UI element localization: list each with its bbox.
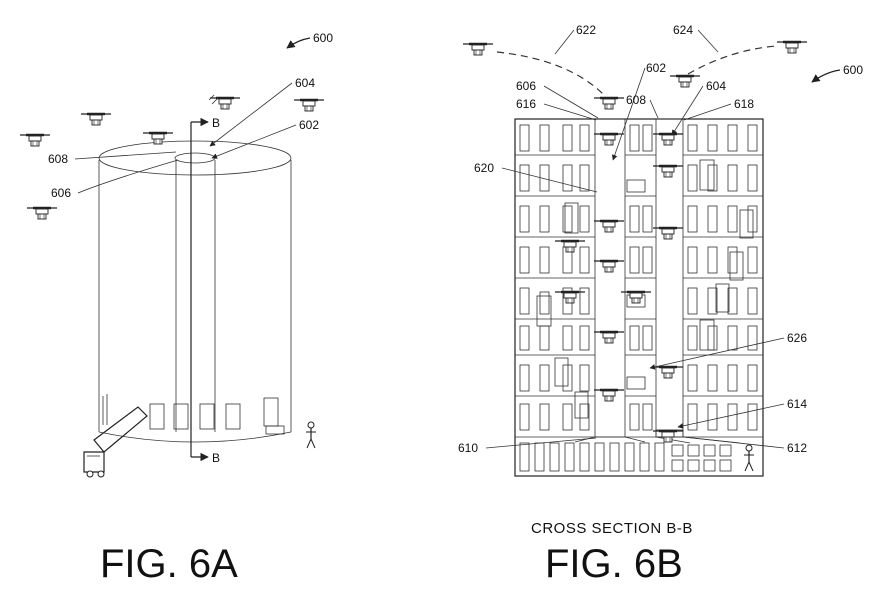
section-mark-bottom: B	[212, 451, 220, 465]
motion-lines	[208, 94, 219, 105]
drone-icon	[651, 226, 685, 241]
ref-610: 610	[458, 441, 478, 455]
drone-icon	[619, 290, 653, 305]
ref-612: 612	[787, 441, 807, 455]
cylindrical-building	[98, 140, 292, 443]
storage-racks	[519, 124, 758, 472]
drone-icon	[775, 40, 809, 55]
ref-626: 626	[787, 331, 807, 345]
ref-600-b: 600	[843, 63, 863, 77]
drone-icon	[592, 132, 626, 147]
flight-path-622	[496, 51, 606, 97]
ref-604-b: 604	[706, 79, 726, 93]
base-platform-610	[574, 436, 646, 443]
ref-606-a: 606	[51, 186, 71, 200]
person-icon-b	[743, 444, 755, 472]
ref-600-a-arrow	[286, 37, 311, 49]
drone-icon	[668, 74, 702, 89]
ref-618: 618	[734, 97, 754, 111]
fig-6b-label: FIG. 6B	[545, 542, 683, 586]
ref-616: 616	[516, 97, 536, 111]
ref-620: 620	[474, 161, 494, 175]
drone-icon	[592, 388, 626, 403]
figure-6a: 600 B	[18, 31, 333, 586]
drone-icon	[141, 131, 175, 146]
figure-6b: 600	[458, 23, 863, 586]
ref-604-a: 604	[295, 76, 315, 90]
drone-icon	[553, 290, 587, 305]
drone-icon	[79, 112, 113, 127]
drone-icon	[553, 239, 587, 254]
cross-section-caption: CROSS SECTION B-B	[531, 520, 693, 537]
drone-icon	[292, 98, 326, 113]
flight-path-624	[687, 45, 777, 75]
ref-602-b: 602	[646, 61, 666, 75]
ref-614: 614	[787, 397, 807, 411]
section-line-b: B B	[190, 116, 220, 465]
drone-icon	[651, 365, 685, 380]
drone-icon	[651, 132, 685, 147]
ground-doors	[102, 394, 285, 435]
ref-608-b: 608	[626, 93, 646, 107]
ref-624: 624	[673, 23, 693, 37]
ref-600-a: 600	[313, 31, 333, 45]
person-icon-a	[305, 421, 317, 449]
drone-icon	[208, 96, 242, 111]
drone-icon	[18, 133, 52, 148]
fig-6a-label: FIG. 6A	[100, 542, 238, 586]
ref-608-a: 608	[48, 152, 68, 166]
drone-icon	[651, 164, 685, 179]
drone-icon	[592, 219, 626, 234]
drone-icon	[592, 259, 626, 274]
building-cross-section	[514, 118, 764, 477]
drone-icon	[592, 330, 626, 345]
ref-622: 622	[576, 23, 596, 37]
ref-602-a: 602	[299, 118, 319, 132]
drone-icon	[461, 42, 495, 57]
drone-icon	[651, 429, 685, 444]
cargo-carts	[536, 159, 754, 419]
delivery-truck	[83, 406, 148, 478]
central-opening	[174, 152, 216, 164]
ref-606-b: 606	[516, 79, 536, 93]
drone-icon	[592, 96, 626, 111]
ref-600-b-arrow	[811, 69, 841, 83]
section-mark-top: B	[212, 116, 220, 130]
drone-icon	[25, 206, 59, 221]
